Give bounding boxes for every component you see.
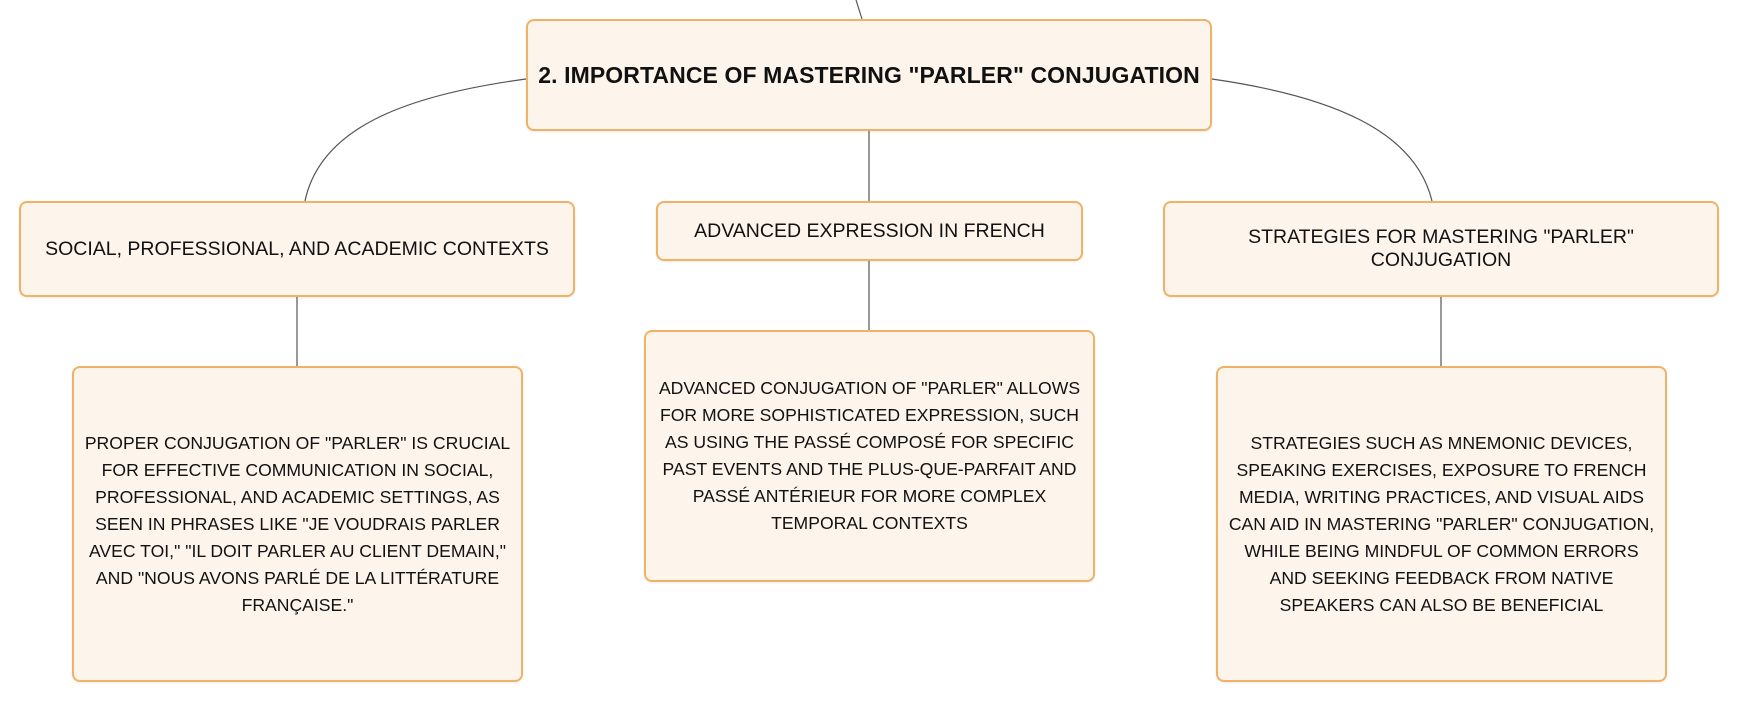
connector-root-to-branch-3 <box>1211 78 1433 202</box>
detail-node-strategies[interactable]: STRATEGIES SUCH AS MNEMONIC DEVICES, SPE… <box>1216 366 1667 682</box>
connector-root-to-branch-1 <box>304 78 527 202</box>
detail-node-advanced-expression[interactable]: ADVANCED CONJUGATION OF "PARLER" ALLOWS … <box>644 330 1095 582</box>
branch-node-social-contexts[interactable]: SOCIAL, PROFESSIONAL, AND ACADEMIC CONTE… <box>19 201 575 297</box>
connector-parent-to-root <box>855 0 863 20</box>
branch-node-advanced-expression[interactable]: ADVANCED EXPRESSION IN FRENCH <box>656 201 1083 261</box>
root-topic-node[interactable]: 2. IMPORTANCE OF MASTERING "PARLER" CONJ… <box>526 19 1212 131</box>
branch-label: ADVANCED EXPRESSION IN FRENCH <box>694 219 1045 242</box>
branch-node-strategies[interactable]: STRATEGIES FOR MASTERING "PARLER" CONJUG… <box>1163 201 1719 297</box>
detail-text: STRATEGIES SUCH AS MNEMONIC DEVICES, SPE… <box>1228 432 1655 615</box>
detail-text: PROPER CONJUGATION OF "PARLER" IS CRUCIA… <box>84 432 511 615</box>
branch-label: SOCIAL, PROFESSIONAL, AND ACADEMIC CONTE… <box>45 237 549 260</box>
detail-text: ADVANCED CONJUGATION OF "PARLER" ALLOWS … <box>658 378 1081 533</box>
branch-label: STRATEGIES FOR MASTERING "PARLER" CONJUG… <box>1248 226 1634 271</box>
detail-node-social-contexts[interactable]: PROPER CONJUGATION OF "PARLER" IS CRUCIA… <box>72 366 523 682</box>
root-topic-label: 2. IMPORTANCE OF MASTERING "PARLER" CONJ… <box>538 61 1200 88</box>
